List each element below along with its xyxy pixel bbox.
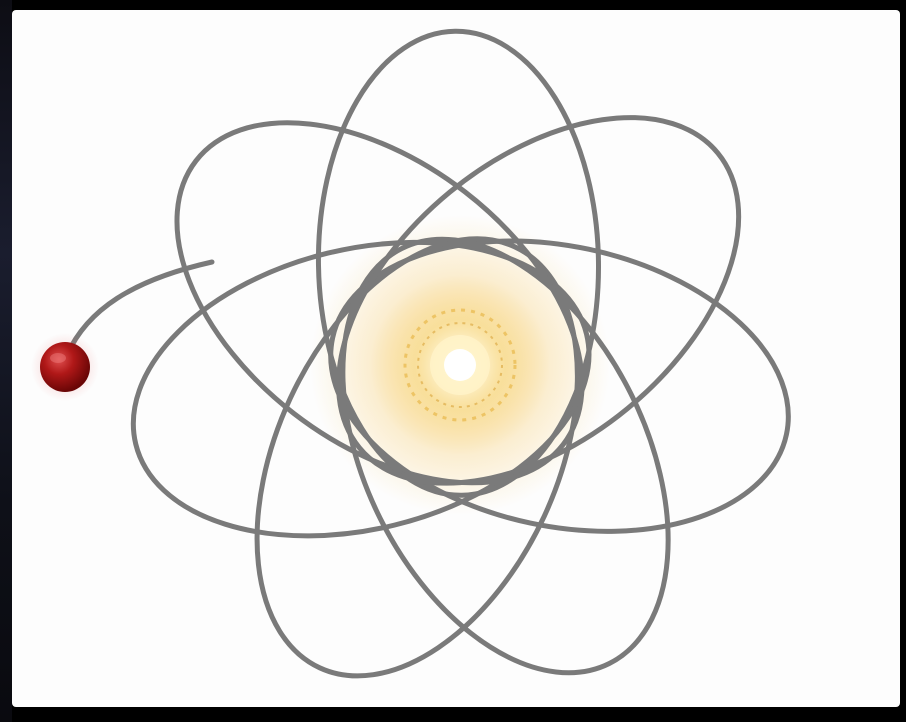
left-edge-strip: [0, 0, 12, 722]
orbit-tail-path: [67, 262, 212, 355]
red-planet-icon: [31, 333, 99, 401]
diagram-panel: [12, 10, 900, 707]
orbit-diagram: [12, 10, 900, 707]
